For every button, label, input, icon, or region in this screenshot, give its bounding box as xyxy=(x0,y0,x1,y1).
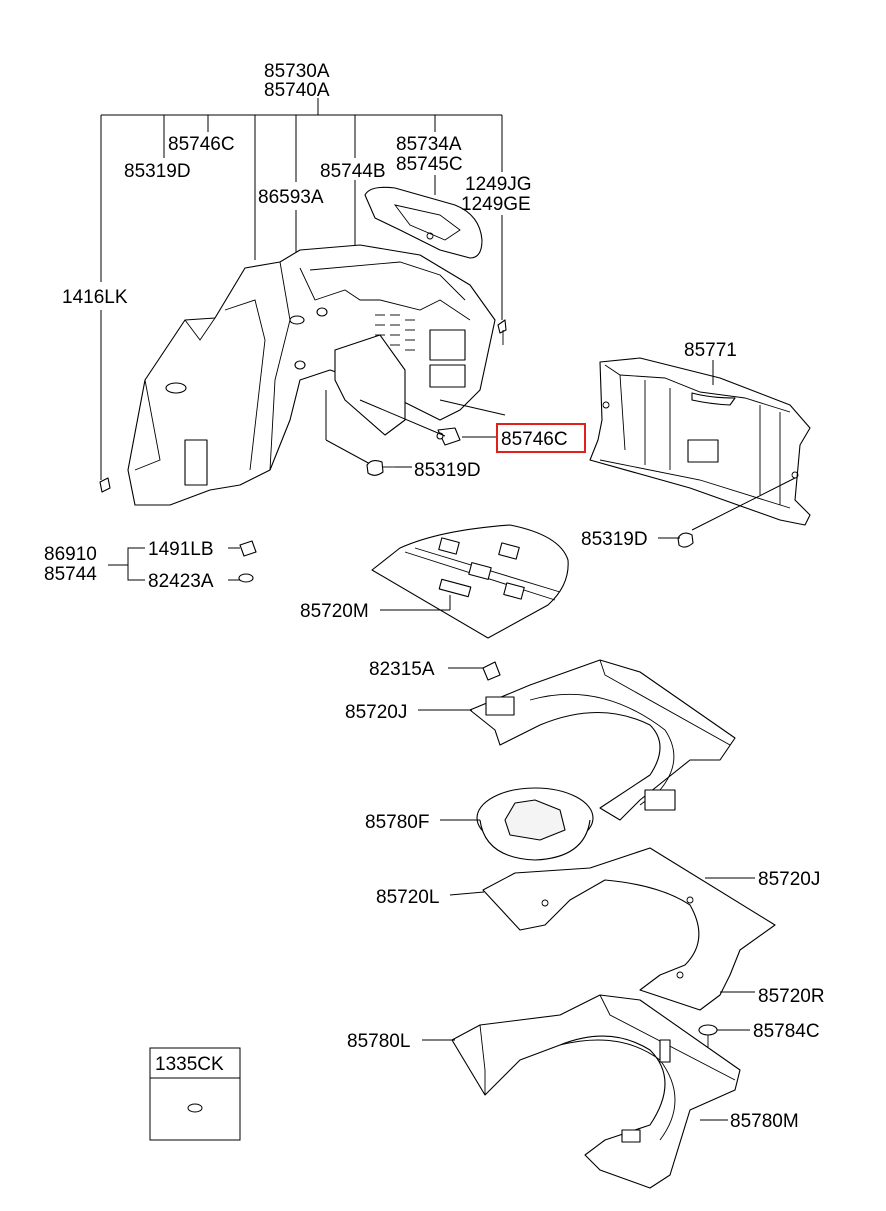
legend-box-1335ck xyxy=(149,1047,241,1141)
label-82315a: 82315A xyxy=(369,659,435,680)
label-85734a: 85734A xyxy=(396,134,462,155)
label-86593a: 86593A xyxy=(258,187,324,208)
highlight-box xyxy=(496,423,586,453)
lower-tray xyxy=(451,994,741,1189)
quarter-trim-assembly xyxy=(127,244,496,506)
label-85745c: 85745C xyxy=(396,154,463,175)
label-1249ge: 1249GE xyxy=(461,194,531,215)
label-85319d-mid: 85319D xyxy=(414,460,481,481)
leader-lines xyxy=(108,360,796,1121)
label-85319d-right: 85319D xyxy=(581,529,648,550)
fasteners xyxy=(99,319,718,1082)
label-85720r: 85720R xyxy=(758,986,825,1007)
label-85720m: 85720M xyxy=(300,601,369,622)
spare-well xyxy=(476,787,594,861)
label-86910: 86910 xyxy=(44,544,97,565)
label-1416lk: 1416LK xyxy=(62,287,128,308)
label-85780m: 85780M xyxy=(730,1111,799,1132)
label-85740a: 85740A xyxy=(264,80,330,101)
label-85746c-top: 85746C xyxy=(168,134,235,155)
label-85720l: 85720L xyxy=(376,887,439,908)
label-85746c-highlighted: 85746C xyxy=(501,429,568,450)
label-85319d-top: 85319D xyxy=(124,161,191,182)
cover-panel xyxy=(364,186,483,259)
floor-sheet xyxy=(482,847,776,1011)
label-82423a: 82423A xyxy=(148,571,214,592)
label-1335ck: 1335CK xyxy=(155,1054,224,1075)
label-85744b: 85744B xyxy=(320,161,386,182)
floor-mat xyxy=(371,524,569,639)
label-85744: 85744 xyxy=(44,564,97,585)
rear-trim-panel xyxy=(589,357,811,526)
label-1491lb: 1491LB xyxy=(148,539,214,560)
label-85780l: 85780L xyxy=(347,1031,410,1052)
tray-upper xyxy=(469,659,736,821)
part-labels: 85730A 85740A 85746C 85319D 85734A 85745… xyxy=(44,61,825,1132)
label-85730a: 85730A xyxy=(264,61,330,82)
label-1249jg: 1249JG xyxy=(465,174,532,195)
label-85771: 85771 xyxy=(684,340,737,361)
label-85780f: 85780F xyxy=(365,812,429,833)
label-85720j-right: 85720J xyxy=(758,869,820,890)
label-85784c: 85784C xyxy=(753,1021,820,1042)
label-85720j-left: 85720J xyxy=(345,702,407,723)
